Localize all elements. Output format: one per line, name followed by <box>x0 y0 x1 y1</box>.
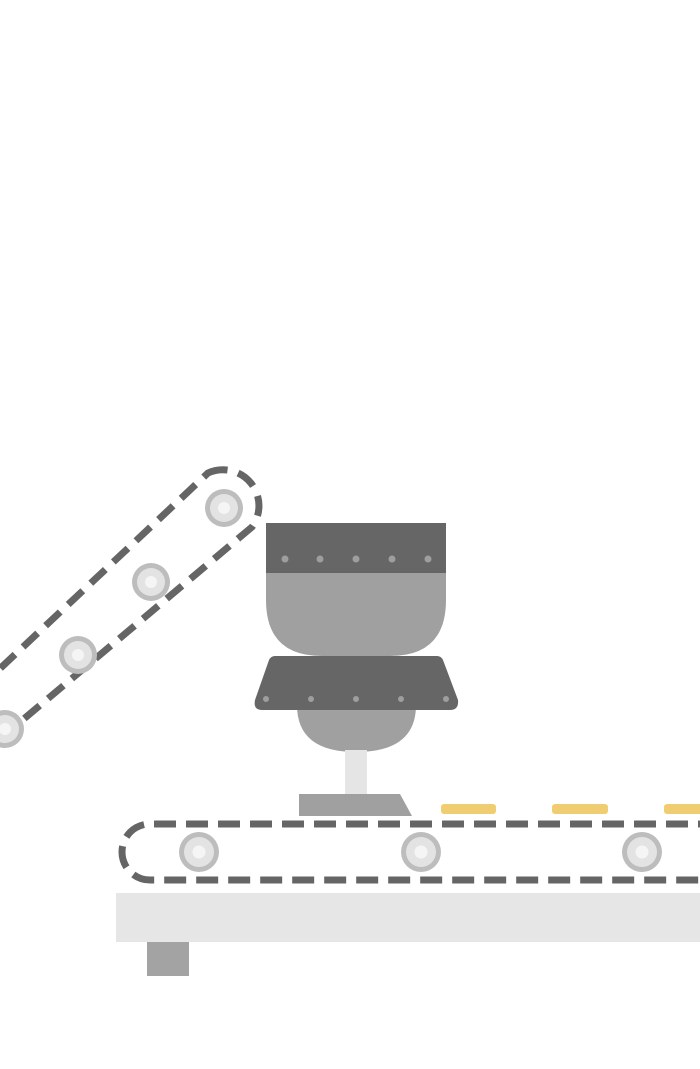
press-lower-bowl <box>297 705 416 752</box>
table-top <box>116 893 700 942</box>
press-top-band <box>266 523 446 573</box>
incline-belt <box>0 466 263 744</box>
incline-roller-4 <box>0 710 24 748</box>
press-band-rivets <box>263 696 449 702</box>
incline-conveyor <box>0 466 263 748</box>
product-bar-icon <box>552 804 608 814</box>
table-roller-1 <box>179 832 219 872</box>
press-shaft <box>345 750 367 796</box>
products <box>441 804 700 814</box>
press-top-rivets <box>281 555 432 563</box>
press-machine <box>254 523 459 816</box>
table-roller-3 <box>622 832 662 872</box>
table-conveyor <box>116 820 700 976</box>
table-roller-2 <box>401 832 441 872</box>
incline-roller-3 <box>59 636 97 674</box>
press-upper-bowl <box>266 573 446 656</box>
product-bar-icon <box>441 804 496 814</box>
table-leg <box>147 942 189 976</box>
table-belt <box>118 820 700 884</box>
incline-roller-2 <box>132 563 170 601</box>
incline-roller-1 <box>205 489 243 527</box>
press-flared-band <box>254 656 459 710</box>
product-bar-icon <box>664 804 700 814</box>
press-stamp-head <box>299 794 412 816</box>
